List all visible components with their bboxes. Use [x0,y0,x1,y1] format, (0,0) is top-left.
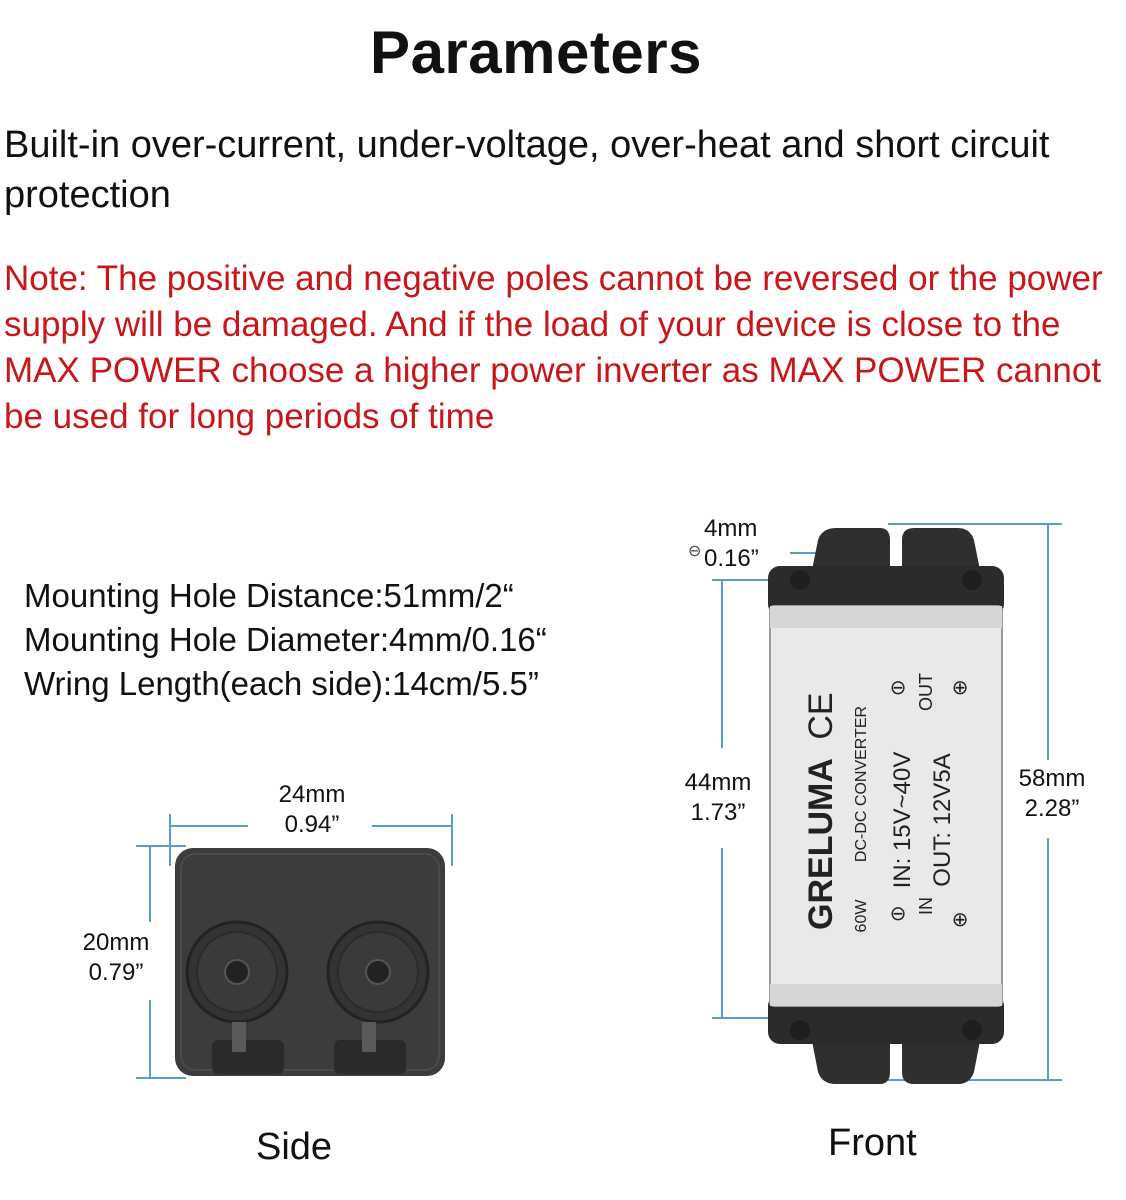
body-in: 1.73” [690,799,746,826]
plus-icon: ⊕ [952,675,969,699]
hole-in: 0.16” [704,545,759,572]
side-width-in: 0.94” [284,811,340,838]
spec-hole-distance: Mounting Hole Distance:51mm/2“ [24,577,514,614]
minus-icon: ⊖ [890,901,907,925]
side-view-drawing [136,814,453,1079]
body-length-label: 44mm 1.73” [668,768,768,828]
end-cap-top [768,566,1004,616]
page-title: Parameters [370,19,702,86]
protection-description: Built-in over-current, under-voltage, ov… [4,124,1050,216]
total-in: 2.28” [1024,795,1080,822]
side-terminal-right [326,920,430,1024]
spec-wire-length: Wring Length(each side):14cm/5.5” [24,665,539,702]
spec-hole-diameter: Mounting Hole Diameter:4mm/0.16“ [24,621,547,658]
spec-list: Mounting Hole Distance:51mm/2“ Mounting … [24,574,547,706]
input-rating: IN: 15V~40V [889,752,916,889]
brand-text: GRELUMA [802,758,840,930]
front-view-drawing: GRELUMA CE 60W DC-DC CONVERTER IN: 15V~4… [688,523,1062,1084]
side-height-mm: 20mm [82,929,150,956]
side-terminal-left [185,920,289,1024]
side-width-mm: 24mm [278,781,346,808]
hole-mm: 4mm [704,515,758,542]
warning-note: Note: The positive and negative poles ca… [4,259,1103,436]
converter-type: DC-DC CONVERTER [853,706,870,862]
in-tag: IN [916,897,936,915]
side-width-label: 24mm 0.94” [252,780,372,840]
body-mm: 44mm [684,769,752,796]
side-height-label: 20mm 0.79” [68,928,164,988]
out-tag: OUT [916,673,936,711]
side-height-in: 0.79” [88,959,144,986]
plus-icon: ⊕ [952,907,969,931]
minus-icon: ⊖ [890,675,907,699]
power-rating: 60W [853,899,870,933]
total-length-label: 58mm 2.28” [1002,764,1102,824]
hole-size-label: 4mm 0.16” [704,514,788,574]
hole-diameter-icon: ⊖ [688,541,701,560]
front-caption: Front [828,1122,917,1164]
output-rating: OUT: 12V5A [929,753,956,886]
side-caption: Side [256,1126,333,1168]
ce-mark: CE [802,692,840,739]
total-mm: 58mm [1018,765,1086,792]
